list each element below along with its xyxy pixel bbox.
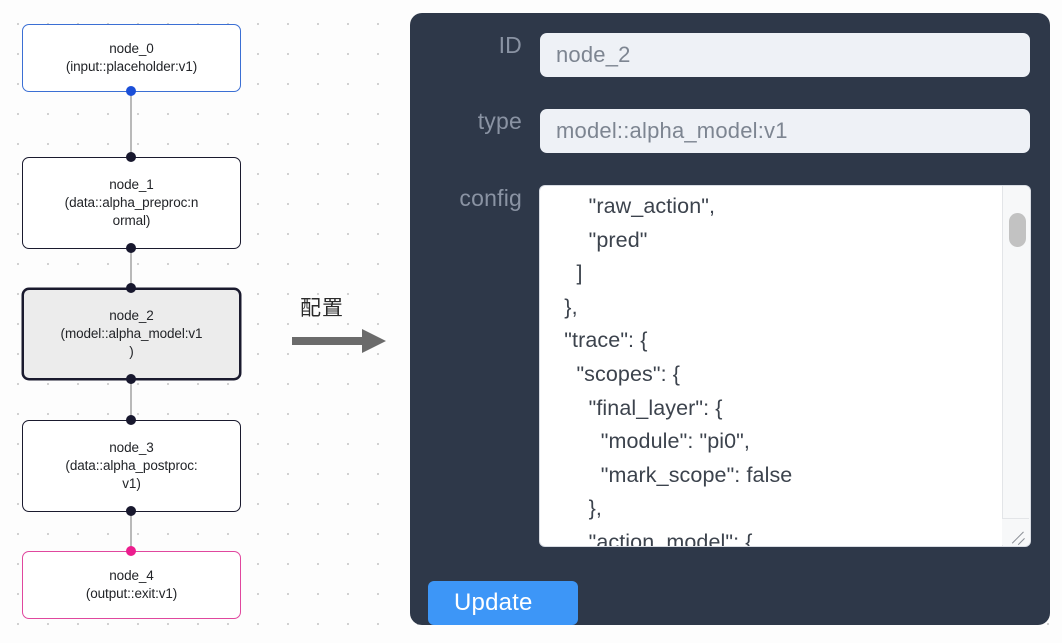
graph-node-label: node_1 (data::alpha_preproc:n ormal) [64, 177, 199, 228]
node-handle-node_1-source[interactable] [126, 243, 136, 253]
flow-arrow-group: 配置 [292, 298, 388, 359]
field-row-type: type [428, 108, 1030, 153]
node-handle-node_2-source[interactable] [126, 374, 136, 384]
flow-arrow-caption: 配置 [300, 296, 344, 320]
type-field-label: type [477, 108, 522, 134]
node-handle-node_4-target[interactable] [126, 546, 136, 556]
node-handle-node_0-source[interactable] [126, 86, 136, 96]
edge-node1-node2 [130, 245, 132, 293]
config-textarea-wrapper[interactable]: "raw_action", "pred" ] }, "trace": { "sc… [540, 186, 1030, 546]
graph-node-label: node_3 (data::alpha_postproc: v1) [65, 440, 198, 491]
config-scrollbar-thumb[interactable] [1009, 213, 1026, 247]
right-arrow-icon [292, 329, 386, 353]
config-field-label: config [459, 185, 522, 211]
node-handle-node_3-target[interactable] [126, 415, 136, 425]
field-row-id: ID [428, 32, 1030, 77]
graph-node-node_0[interactable]: node_0 (input::placeholder:v1) [22, 24, 241, 92]
id-field-label: ID [498, 32, 522, 58]
graph-node-node_2[interactable]: node_2 (model::alpha_model:v1 ) [22, 288, 241, 380]
edge-node0-node1 [130, 88, 132, 162]
resize-handle-icon[interactable] [1002, 518, 1029, 545]
graph-canvas[interactable]: node_0 (input::placeholder:v1) node_1 (d… [0, 0, 400, 643]
edge-node2-node3 [130, 376, 132, 424]
node-handle-node_1-target[interactable] [126, 152, 136, 162]
graph-node-label: node_0 (input::placeholder:v1) [65, 41, 198, 74]
graph-node-node_1[interactable]: node_1 (data::alpha_preproc:n ormal) [22, 157, 241, 249]
field-row-config: config "raw_action", "pred" ] }, "trace"… [428, 185, 1030, 546]
edge-node3-node4 [130, 508, 132, 556]
update-button[interactable]: Update [428, 581, 578, 625]
graph-node-label: node_2 (model::alpha_model:v1 ) [60, 308, 203, 359]
id-input[interactable] [540, 33, 1030, 77]
graph-node-node_3[interactable]: node_3 (data::alpha_postproc: v1) [22, 420, 241, 512]
node-handle-node_2-target[interactable] [126, 283, 136, 293]
config-textarea[interactable]: "raw_action", "pred" ] }, "trace": { "sc… [564, 194, 793, 546]
config-scrollbar[interactable] [1002, 186, 1030, 546]
node-inspector-panel: ID type config "raw_action", "pred" ] },… [410, 13, 1050, 625]
graph-node-label: node_4 (output::exit:v1) [85, 568, 178, 601]
node-handle-node_3-source[interactable] [126, 506, 136, 516]
graph-node-node_4[interactable]: node_4 (output::exit:v1) [22, 551, 241, 619]
